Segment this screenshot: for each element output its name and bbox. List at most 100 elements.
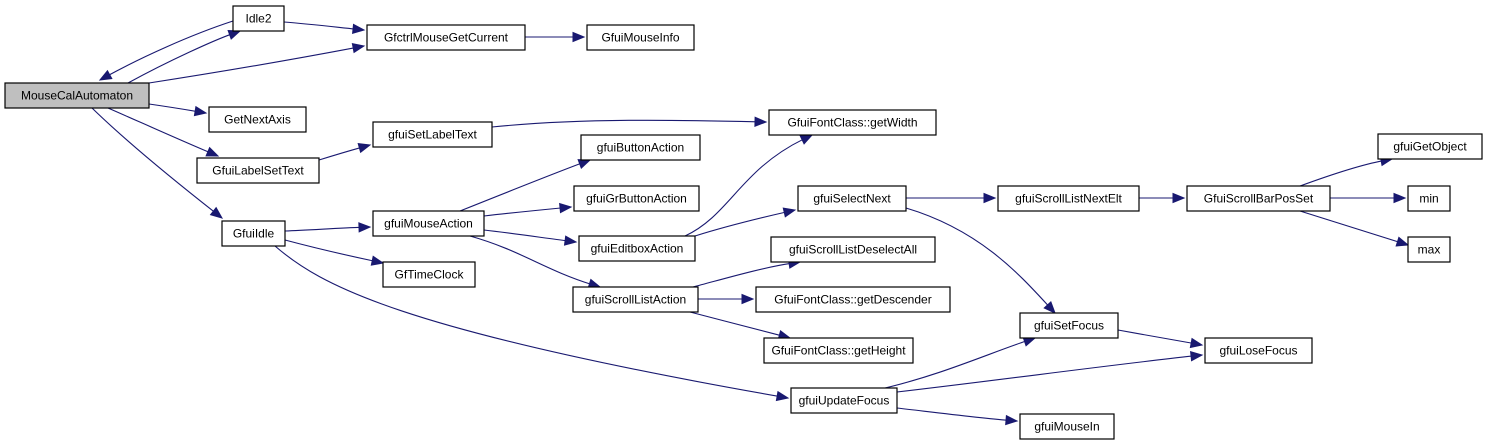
edge-gfctrlmousegetcurrent-to-gfuimouseinfo — [525, 31, 586, 43]
node-box[interactable] — [768, 109, 937, 136]
node-box[interactable] — [1186, 185, 1331, 212]
edge-gfuiselectnext-to-gfuiscrolllistnextelt — [905, 192, 997, 204]
node-gfuisetfocus[interactable]: gfuiSetFocus — [1019, 312, 1119, 339]
node-label: gfuiLoseFocus — [1219, 344, 1297, 358]
node-box[interactable] — [770, 236, 936, 263]
node-gfuimouseaction[interactable]: gfuiMouseAction — [372, 210, 485, 237]
edge-gfuiscrolllistaction-to-gfuifontclass-getdescender — [698, 293, 755, 305]
node-gfuiscrolllistaction[interactable]: gfuiScrollListAction — [572, 286, 699, 313]
node-box[interactable] — [1019, 413, 1115, 440]
node-gfuibuttonaction[interactable]: gfuiButtonAction — [580, 134, 701, 161]
node-box[interactable] — [1204, 337, 1313, 364]
edge-gfuiscrolllistnextelt-to-gfuiscrollbarposset — [1138, 192, 1186, 204]
node-label: gfuiMouseIn — [1034, 420, 1099, 434]
node-gfuieditboxaction[interactable]: gfuiEditboxAction — [578, 235, 696, 262]
node-gfuimousein[interactable]: gfuiMouseIn — [1019, 413, 1115, 440]
node-label: gfuiUpdateFocus — [799, 394, 890, 408]
node-label: gfuiSetFocus — [1034, 319, 1104, 333]
node-box[interactable] — [208, 106, 307, 133]
node-label: gfuiButtonAction — [597, 141, 684, 155]
node-gfuifontclass-getdescender[interactable]: GfuiFontClass::getDescender — [755, 286, 951, 313]
node-box[interactable] — [763, 337, 914, 364]
node-label: GfuiScrollBarPosSet — [1204, 192, 1314, 206]
node-idle2[interactable]: Idle2 — [232, 5, 285, 32]
node-gfuilosefocus[interactable]: gfuiLoseFocus — [1204, 337, 1313, 364]
node-getnextaxis[interactable]: GetNextAxis — [208, 106, 307, 133]
node-box[interactable] — [366, 24, 526, 51]
edge-line — [1117, 329, 1194, 344]
edge-line — [284, 226, 362, 232]
node-label: GetNextAxis — [224, 113, 291, 127]
node-gfuifontclass-getwidth[interactable]: GfuiFontClass::getWidth — [768, 109, 937, 136]
node-label: gfuiScrollListDeselectAll — [789, 243, 917, 257]
arrowhead-icon — [563, 235, 578, 246]
node-label: min — [1419, 192, 1438, 206]
node-box[interactable] — [580, 134, 701, 161]
edge-mousecalautomaton-to-gfuiidle — [91, 107, 224, 219]
edge-gfuiupdatefocus-to-gfuilosefocus — [896, 351, 1204, 393]
node-gfuisetlabeltext[interactable]: gfuiSetLabelText — [372, 121, 493, 148]
node-label: GfuiLabelSetText — [212, 164, 304, 178]
edge-gfuiupdatefocus-to-gfuimousein — [896, 407, 1019, 426]
edge-gfuiselectnext-to-gfuisetfocus — [905, 207, 1056, 314]
edge-idle2-to-mousecalautomaton — [98, 20, 234, 81]
node-box[interactable] — [572, 286, 699, 313]
nodes-layer: MouseCalAutomaton Idle2GfctrlMouseGetCurr… — [4, 5, 1483, 440]
edge-gfuiidle-to-gfuimouseaction — [284, 222, 372, 233]
node-box[interactable] — [1407, 185, 1451, 212]
arrowhead-icon — [370, 255, 385, 266]
edge-line — [684, 138, 805, 237]
node-gfuiscrollbarposset[interactable]: GfuiScrollBarPosSet — [1186, 185, 1331, 212]
edge-line — [283, 21, 356, 30]
edge-mousecalautomaton-to-gfuilabelsettext — [107, 107, 220, 157]
node-mousecalautomaton[interactable]: MouseCalAutomaton — [4, 82, 150, 109]
node-gfuiselectnext[interactable]: gfuiSelectNext — [797, 185, 907, 212]
edge-line — [459, 162, 582, 212]
node-box[interactable] — [755, 286, 951, 313]
node-box[interactable] — [232, 5, 285, 32]
edge-gfuiscrollbarposset-to-max — [1299, 210, 1410, 247]
node-box[interactable] — [372, 210, 485, 237]
node-box[interactable] — [790, 387, 898, 414]
edge-line — [127, 33, 232, 84]
node-box[interactable] — [997, 185, 1140, 212]
node-label: Idle2 — [245, 12, 271, 26]
edge-line — [692, 262, 792, 288]
node-gfuimouseinfo[interactable]: GfuiMouseInfo — [586, 24, 695, 51]
arrowhead-icon — [1189, 337, 1204, 349]
edge-line — [107, 107, 210, 154]
node-box[interactable] — [372, 121, 493, 148]
node-gfuiidle[interactable]: GfuiIdle — [221, 220, 286, 247]
node-gfuigetobject[interactable]: gfuiGetObject — [1377, 133, 1483, 160]
arrowhead-icon — [1172, 192, 1186, 204]
node-gfuiscrolllistnextelt[interactable]: gfuiScrollListNextElt — [997, 185, 1140, 212]
node-box[interactable] — [573, 185, 700, 212]
node-box[interactable] — [382, 261, 476, 288]
node-gftimeclock[interactable]: GfTimeClock — [382, 261, 476, 288]
node-box[interactable] — [578, 235, 696, 262]
node-box[interactable] — [1407, 236, 1451, 263]
node-box[interactable] — [221, 220, 286, 247]
node-gfuilabelsettext[interactable]: GfuiLabelSetText — [196, 157, 320, 184]
node-min[interactable]: min — [1407, 185, 1451, 212]
node-gfuiscrolllistdeselectall[interactable]: gfuiScrollListDeselectAll — [770, 236, 936, 263]
arrowhead-icon — [352, 23, 366, 35]
node-gfuifontclass-getheight[interactable]: GfuiFontClass::getHeight — [763, 337, 914, 364]
edge-line — [148, 47, 356, 84]
node-gfctrlmousegetcurrent[interactable]: GfctrlMouseGetCurrent — [366, 24, 526, 51]
node-label: GfTimeClock — [395, 268, 465, 282]
node-gfuigrbuttonaction[interactable]: gfuiGrButtonAction — [573, 185, 700, 212]
node-box[interactable] — [1019, 312, 1119, 339]
node-box[interactable] — [1377, 133, 1483, 160]
arrowhead-icon — [577, 159, 592, 169]
node-box[interactable] — [797, 185, 907, 212]
node-box[interactable] — [4, 82, 150, 109]
node-box[interactable] — [586, 24, 695, 51]
node-label: GfuiIdle — [233, 227, 275, 241]
node-max[interactable]: max — [1407, 236, 1451, 263]
node-gfuiupdatefocus[interactable]: gfuiUpdateFocus — [790, 387, 898, 414]
node-box[interactable] — [196, 157, 320, 184]
edge-gfuiupdatefocus-to-gfuisetfocus — [884, 336, 1037, 389]
edge-line — [284, 239, 375, 262]
